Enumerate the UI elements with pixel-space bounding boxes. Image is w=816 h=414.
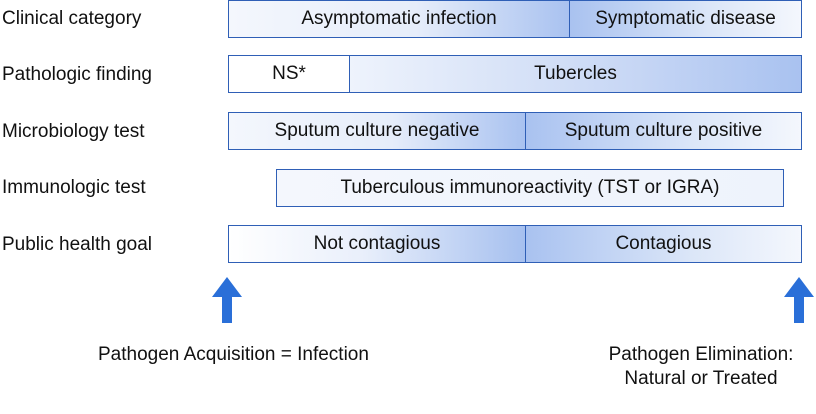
row-label-immunologic-test: Immunologic test <box>2 177 146 198</box>
caption-pathogen-elimination-line1: Pathogen Elimination: <box>608 344 794 365</box>
caption-pathogen-acquisition: Pathogen Acquisition = Infection <box>98 344 369 365</box>
up-arrow-icon <box>784 277 814 323</box>
caption-pathogen-elimination: Pathogen Elimination: Natural or Treated <box>588 343 814 391</box>
segment-tuberculous-immunoreactivity: Tuberculous immunoreactivity (TST or IGR… <box>276 169 784 207</box>
microbiology-test-bar: Sputum culture negative Sputum culture p… <box>228 112 802 150</box>
row-label-public-health-goal: Public health goal <box>2 234 152 255</box>
caption-pathogen-elimination-line2: Natural or Treated <box>624 368 778 389</box>
segment-sputum-negative: Sputum culture negative <box>228 112 526 150</box>
row-label-clinical-category: Clinical category <box>2 8 142 29</box>
pathologic-finding-bar: NS* Tubercles <box>228 55 802 93</box>
segment-asymptomatic-infection: Asymptomatic infection <box>228 0 570 38</box>
segment-sputum-positive: Sputum culture positive <box>526 112 802 150</box>
clinical-category-bar: Asymptomatic infection Symptomatic disea… <box>228 0 802 38</box>
segment-tubercles: Tubercles <box>350 55 802 93</box>
segment-contagious: Contagious <box>526 225 802 263</box>
row-label-microbiology-test: Microbiology test <box>2 121 145 142</box>
row-label-pathologic-finding: Pathologic finding <box>2 64 152 85</box>
segment-not-contagious: Not contagious <box>228 225 526 263</box>
public-health-goal-bar: Not contagious Contagious <box>228 225 802 263</box>
up-arrow-icon <box>212 277 242 323</box>
immunologic-test-bar: Tuberculous immunoreactivity (TST or IGR… <box>276 169 784 207</box>
segment-symptomatic-disease: Symptomatic disease <box>570 0 802 38</box>
segment-ns: NS* <box>228 55 350 93</box>
